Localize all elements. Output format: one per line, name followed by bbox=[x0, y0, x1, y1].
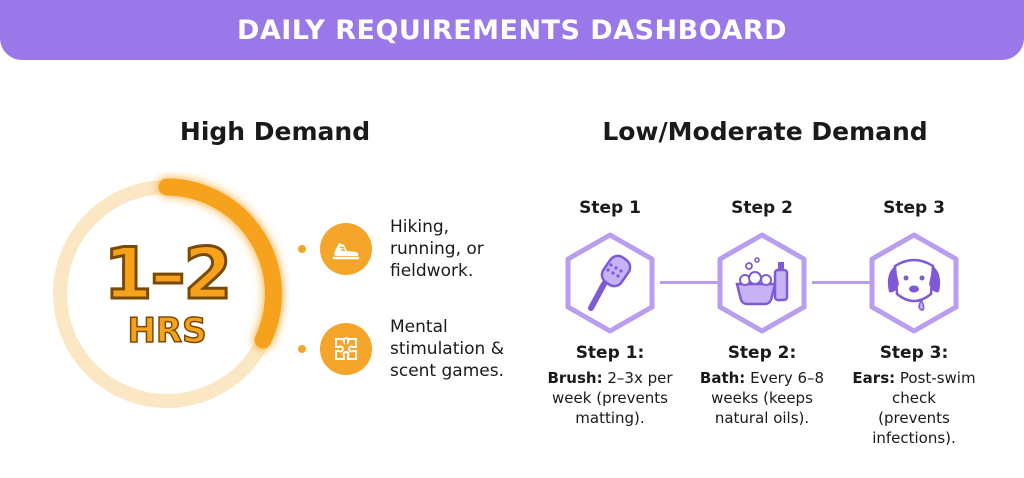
ring-center: 1–2 HRS bbox=[45, 172, 289, 416]
bullet-dot bbox=[298, 245, 306, 253]
bath-icon bbox=[735, 257, 789, 306]
step-connector bbox=[660, 281, 720, 284]
step-3-label: Step 3: bbox=[879, 343, 949, 363]
step-2-heading: Step 2 bbox=[731, 198, 793, 218]
duration-ring-gauge bbox=[53, 178, 282, 408]
running-shoe-icon bbox=[320, 223, 372, 275]
bullet-dot bbox=[298, 345, 306, 353]
step-1-label: Step 1: bbox=[575, 343, 645, 363]
ring-progress-arc bbox=[158, 178, 282, 349]
activity-text: Mental stimulation & scent games. bbox=[390, 317, 504, 381]
step-1-hexagon bbox=[565, 232, 655, 334]
step-connector bbox=[812, 281, 872, 284]
activity-text: Hiking, running, or fieldwork. bbox=[390, 217, 484, 281]
step-1-heading: Step 1 bbox=[579, 198, 641, 218]
high-demand-title: High Demand bbox=[179, 117, 371, 146]
activity-item: Hiking, running, or fieldwork. bbox=[298, 216, 484, 282]
step-3-description: Ears: Post-swim check (prevents infectio… bbox=[852, 369, 976, 447]
dashboard-banner: DAILY REQUIREMENTS DASHBOARD bbox=[0, 0, 1024, 60]
step-2-label: Step 2: bbox=[727, 343, 797, 363]
step-2-hexagon bbox=[717, 232, 807, 334]
duration-unit: HRS bbox=[127, 311, 208, 351]
activity-item: Mental stimulation & scent games. bbox=[298, 316, 504, 382]
step-2-description: Bath: Every 6–8 weeks (keeps natural oil… bbox=[699, 369, 825, 427]
duration-value: 1–2 bbox=[102, 233, 233, 315]
puzzle-icon bbox=[320, 323, 372, 375]
dog-ear-icon bbox=[887, 258, 941, 311]
low-demand-title: Low/Moderate Demand bbox=[602, 117, 928, 146]
step-3-heading: Step 3 bbox=[883, 198, 945, 218]
dashboard-title: DAILY REQUIREMENTS DASHBOARD bbox=[236, 14, 788, 46]
step-3-hexagon bbox=[869, 232, 959, 334]
step-1-description: Brush: 2–3x per week (prevents matting). bbox=[547, 369, 673, 427]
brush-icon bbox=[588, 254, 632, 311]
